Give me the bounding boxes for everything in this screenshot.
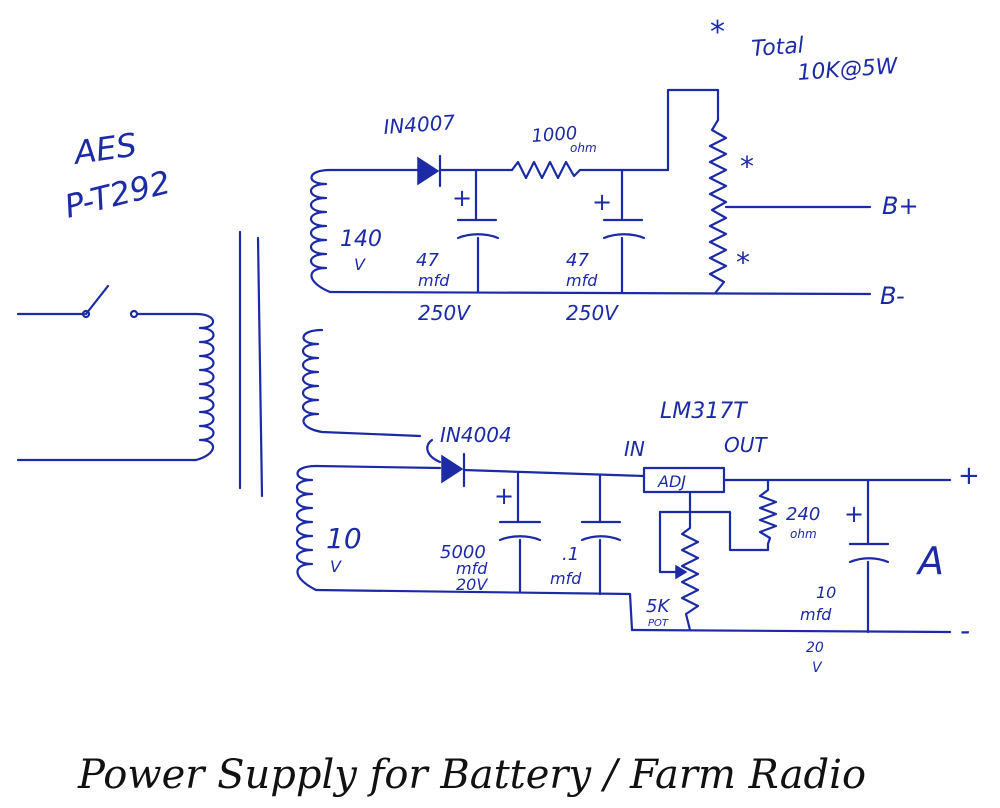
- lv-cap3-rating-unit: V: [812, 660, 823, 676]
- hv-cap2-value: 47: [566, 250, 589, 271]
- hv-secondary-unit: V: [354, 255, 366, 274]
- hv-cap2-rating: 250V: [566, 301, 619, 325]
- lv-cap1-unit: mfd: [456, 559, 488, 578]
- lv-cap3-rating: 20: [806, 640, 824, 656]
- hv-ground-rail: [328, 290, 872, 296]
- pot-5k: [680, 510, 700, 632]
- regulator-in-label: IN: [624, 437, 645, 461]
- transformer-maker: AES: [70, 126, 139, 173]
- hv-cap2-plus: +: [592, 188, 612, 216]
- lv-cap3-unit: mfd: [800, 605, 832, 624]
- lv-cap1-rating: 20V: [456, 575, 488, 594]
- lv-cap-5000: [498, 470, 542, 594]
- pot-5k-value: 5K: [646, 596, 670, 617]
- divider-note-line1: Total: [751, 33, 805, 62]
- lv-positive-label: +: [958, 461, 980, 491]
- hv-cap-2: [602, 168, 646, 294]
- resistor-1000-ohm: [510, 160, 670, 180]
- lv-cap1-plus: +: [494, 482, 514, 510]
- filament-winding: [301, 328, 422, 438]
- lv-ground-rail-left: [314, 588, 634, 632]
- schematic-caption: Power Supply for Battery / Farm Radio: [77, 752, 866, 798]
- diode-in4004: [441, 452, 466, 488]
- diode-in4004-label: IN4004: [440, 423, 512, 447]
- hv-cap1-rating: 250V: [418, 301, 471, 325]
- lv-cap1-value: 5000: [440, 542, 486, 563]
- lv-negative-rail: [630, 628, 952, 634]
- lv-negative-label: -: [960, 614, 970, 647]
- resistor-1000-unit: ohm: [570, 141, 597, 155]
- mains-input: [16, 284, 198, 462]
- diode-arrow: [426, 438, 442, 464]
- hv-cap1-plus: +: [452, 184, 472, 212]
- diode-in4007-label: IN4007: [383, 110, 457, 139]
- regulator-out-label: OUT: [724, 433, 768, 457]
- divider-note-star: *: [710, 15, 725, 50]
- lv-secondary-unit: V: [330, 557, 342, 576]
- lv-cap-0-1: [580, 474, 622, 596]
- transformer-model: P-T292: [61, 163, 174, 226]
- regulator-label: LM317T: [660, 399, 748, 424]
- lv-cap2-value: .1: [562, 544, 579, 565]
- hv-secondary-voltage: 140: [340, 227, 382, 252]
- divider-star-lower: *: [736, 246, 750, 279]
- resistor-240-value: 240: [786, 504, 820, 525]
- lv-cap3-value: 10: [816, 583, 836, 602]
- bplus-label: B+: [882, 192, 919, 220]
- bminus-label: B-: [880, 282, 905, 310]
- power-switch: [84, 284, 110, 316]
- regulator-adj-label: ADJ: [657, 472, 686, 491]
- resistor-240-unit: ohm: [790, 527, 817, 541]
- hv-cap1-value: 47: [416, 250, 439, 271]
- lv-cap3-plus: +: [844, 500, 864, 528]
- diode-in4007: [417, 154, 442, 188]
- lv-cap2-unit: mfd: [550, 569, 582, 588]
- resistor-240-ohm: [758, 478, 778, 546]
- resistor-1000-value: 1000: [531, 123, 578, 147]
- divider-star-upper: *: [740, 150, 754, 183]
- lv-cap-10: [848, 478, 890, 634]
- divider-note-line2: 10K@5W: [797, 54, 900, 86]
- a-supply-label: A: [915, 539, 944, 583]
- pot-5k-unit: POT: [648, 618, 669, 629]
- transformer-core: [238, 230, 264, 498]
- hv-cap1-unit: mfd: [418, 271, 450, 290]
- hv-secondary-winding: [309, 168, 332, 294]
- lv-secondary-voltage: 10: [326, 522, 362, 555]
- primary-winding: [194, 312, 215, 462]
- hv-cap2-unit: mfd: [566, 271, 598, 290]
- hv-cap-1: [456, 168, 500, 294]
- pot-wiper-lead: [658, 510, 678, 574]
- voltage-divider: [708, 118, 728, 294]
- lv-secondary-winding: [295, 464, 318, 592]
